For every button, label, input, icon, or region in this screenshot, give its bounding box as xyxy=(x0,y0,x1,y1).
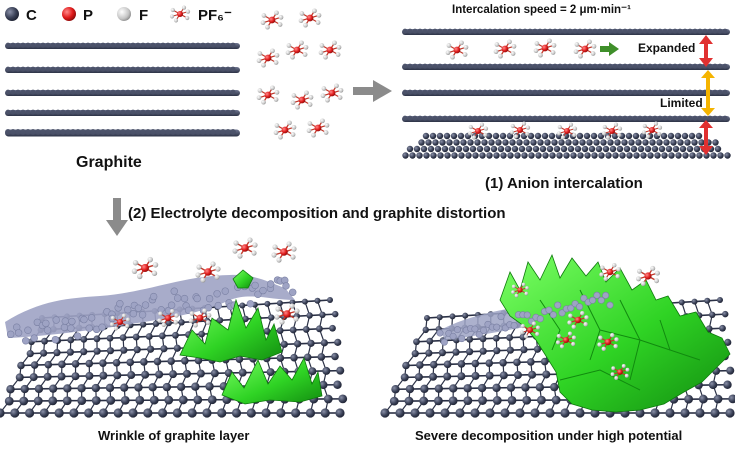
process-arrow-down xyxy=(106,198,128,236)
graphite-stack xyxy=(5,42,240,137)
distorted-layer-atoms xyxy=(436,291,614,346)
pf6-anion xyxy=(318,40,342,60)
free-anions xyxy=(256,8,344,140)
pf6-anion xyxy=(232,237,258,259)
expanded-arrow-bottom xyxy=(699,120,713,155)
graphene-sheet xyxy=(402,28,730,35)
graphene-sheet xyxy=(5,42,240,49)
carbon-legend-atom xyxy=(5,7,19,21)
decomposition-step-label: (2) Electrolyte decomposition and graphi… xyxy=(128,205,506,222)
pf6-anion xyxy=(256,85,280,105)
pf6-anion xyxy=(493,39,517,59)
graphene-sheet xyxy=(402,63,730,70)
anion-intercalation-caption: (1) Anion intercalation xyxy=(485,175,643,192)
graphene-sheet xyxy=(5,89,240,96)
pf6-legend-icon xyxy=(169,5,191,23)
pf6-anion xyxy=(256,48,280,68)
pf6-anion xyxy=(260,10,284,30)
graphene-sheet xyxy=(402,89,730,96)
pf6-anion xyxy=(285,40,309,60)
expanded-label: Expanded xyxy=(638,41,695,55)
legend-label-pf6: PF₆⁻ xyxy=(198,7,232,24)
intercalated-anions xyxy=(445,38,663,140)
decomposition-product xyxy=(179,298,283,363)
graphene-sheet xyxy=(5,66,240,73)
graphene-sheet xyxy=(402,115,730,122)
legend: C P F PF₆⁻ xyxy=(5,5,232,24)
pf6-anion xyxy=(445,40,469,60)
intercalation-direction-arrow xyxy=(600,42,619,56)
decomposition-product xyxy=(232,269,254,289)
pf6-anion xyxy=(555,331,577,349)
graphene-sheet xyxy=(5,109,240,116)
pf6-anion xyxy=(467,122,489,140)
legend-label-c: C xyxy=(26,7,37,24)
pf6-anion xyxy=(320,83,344,103)
pf6-anion xyxy=(290,90,314,110)
wrinkle-caption: Wrinkle of graphite layer xyxy=(98,428,249,443)
pf6-anion xyxy=(567,310,589,330)
pf6-anion xyxy=(533,38,557,58)
phosphorus-legend-atom xyxy=(62,7,76,21)
pf6-anion xyxy=(573,39,597,59)
legend-label-f: F xyxy=(139,7,148,24)
pf6-anion xyxy=(306,118,330,138)
wrinkle-panel xyxy=(0,237,348,418)
pf6-anion xyxy=(273,120,297,140)
decomposition-product xyxy=(221,356,323,405)
intercalation-speed-label: Intercalation speed = 2 μm·min⁻¹ xyxy=(452,4,631,16)
pf6-anion xyxy=(271,241,297,263)
limited-label: Limited xyxy=(660,96,703,110)
expanded-arrow xyxy=(699,35,713,67)
severe-panel xyxy=(380,253,735,418)
pf6-anion xyxy=(109,313,131,331)
pf6-anion xyxy=(509,121,531,139)
pf6-anion xyxy=(188,308,212,328)
pf6-anion xyxy=(274,303,300,325)
pf6-anion xyxy=(597,332,619,352)
severe-caption: Severe decomposition under high potentia… xyxy=(415,428,682,443)
pf6-anion xyxy=(641,121,663,139)
pf6-anion xyxy=(610,364,630,380)
pf6-anion xyxy=(636,265,660,287)
intercalated-graphite xyxy=(402,28,731,159)
pf6-anion xyxy=(601,122,623,140)
pf6-anion xyxy=(157,308,179,328)
graphite-label: Graphite xyxy=(76,154,142,171)
pf6-anion xyxy=(298,8,322,28)
decomposition-facets xyxy=(539,289,701,391)
pf6-anion xyxy=(131,256,159,280)
pf6-anion xyxy=(511,282,529,298)
process-arrow-right xyxy=(353,80,392,102)
pf6-anion xyxy=(195,261,221,283)
fluorine-legend-atom xyxy=(117,7,131,21)
graphene-lattice xyxy=(402,132,731,159)
pf6-anion xyxy=(556,122,578,140)
pf6-anion xyxy=(599,262,621,282)
limited-arrow xyxy=(701,70,715,116)
pf6-anion xyxy=(519,321,541,339)
wrinkled-layer-atoms xyxy=(6,276,297,345)
graphene-sheet xyxy=(5,129,240,137)
legend-label-p: P xyxy=(83,7,93,24)
